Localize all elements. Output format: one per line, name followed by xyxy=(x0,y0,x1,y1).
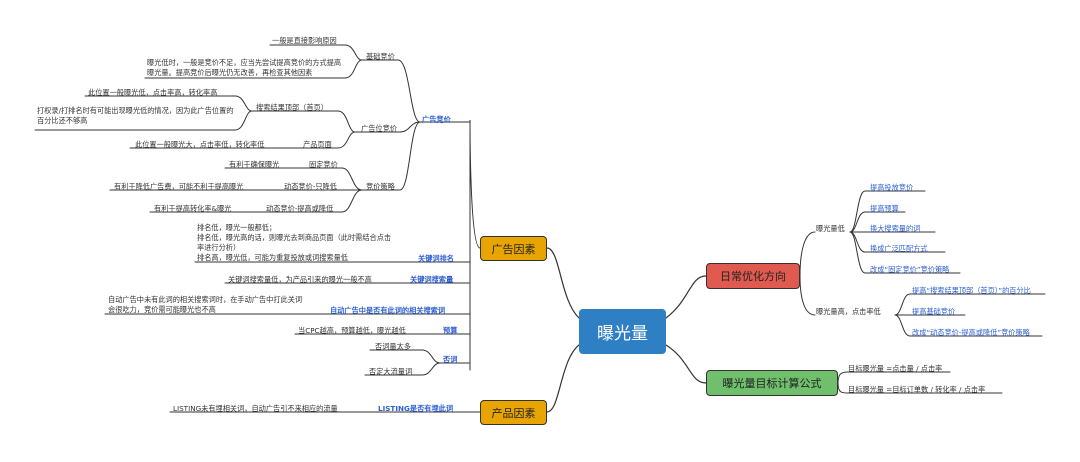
daily-optimization-node[interactable]: 日常优化方向 xyxy=(706,263,800,289)
negative-item-2: 否定大流量词 xyxy=(369,367,413,376)
listing-label: LISTING是否有埋此词 xyxy=(378,404,454,413)
low-exposure-label: 曝光量低 xyxy=(816,224,845,233)
strategy-updown-label: 动态竞价-提高或降低 xyxy=(266,204,334,213)
formula-item-2: 目标曝光量 =目标订单数 / 转化率 / 点击率 xyxy=(848,385,986,394)
search-top-label: 搜索结果顶部（首页） xyxy=(256,103,328,112)
search-top-note-1: 此位置一般曝光低，点击率高，转化率高 xyxy=(88,88,218,97)
keyword-rank-note: 排名低，曝光一般都低； 排名低，曝光高的话，则曝光去到商品页面（此时需结合点击率… xyxy=(197,223,392,262)
negative-label: 否词 xyxy=(443,355,458,364)
ad-factor-node[interactable]: 广告因素 xyxy=(480,236,547,261)
product-factor-node[interactable]: 产品因素 xyxy=(480,400,547,425)
link-root-formula xyxy=(665,344,707,384)
formula-label: 曝光量目标计算公式 xyxy=(722,377,822,390)
strategy-down-note: 有利于降低广告费，可能不利于提高曝光 xyxy=(114,182,244,191)
daily-label: 日常优化方向 xyxy=(720,270,786,283)
low-item-2[interactable]: 提高预算 xyxy=(870,204,899,213)
high-item-1[interactable]: 提高“搜索结果顶部（首页）”的百分比 xyxy=(912,286,1031,295)
product-page-label: 产品页面 xyxy=(303,140,332,149)
link-basic-bid xyxy=(359,59,421,123)
keyword-volume-label: 关键词搜索量 xyxy=(410,275,454,284)
formula-item-1: 目标曝光量 =点击量 / 点击率 xyxy=(848,364,943,373)
low-item-1[interactable]: 提高投放竞价 xyxy=(870,183,914,192)
root-label: 曝光量 xyxy=(597,324,648,344)
bid-strategy-label: 竞价策略 xyxy=(366,182,395,191)
high-exposure-label: 曝光量高，点击率低 xyxy=(816,307,881,316)
link-root-daily xyxy=(665,275,707,319)
basic-bid-label: 基础竞价 xyxy=(366,52,395,61)
auto-ad-label: 自动广告中是否有此词的相关搜索词 xyxy=(330,306,446,315)
link-placement xyxy=(354,121,421,133)
negative-item-1: 否词量太多 xyxy=(375,342,411,351)
search-top-note-2: 打权录/打排名时有可能出现曝光低的情况，因为此广告位置的百分比还不够高 xyxy=(37,106,234,125)
strategy-fixed-note: 有利于确保曝光 xyxy=(229,160,280,169)
ad-bid-label: 广告竞价 xyxy=(422,115,451,124)
link-ad-trunk xyxy=(469,119,481,371)
listing-note: LISTING未有埋相关词，自动广告引不来相应的流量 xyxy=(173,404,338,413)
strategy-fixed-label: 固定竞价 xyxy=(309,160,338,169)
low-item-5[interactable]: 改成“固定竞价”竞价策略 xyxy=(870,265,950,274)
low-item-4[interactable]: 换成广泛匹配方式 xyxy=(870,244,928,253)
keyword-volume-note: 关键词搜索量低，为产品引来的曝光一般不高 xyxy=(228,275,372,284)
basic-bid-note-2: 曝光低时，一般是竞价不足，应当先尝试提高竞价的方式提高曝光量。提高竞价后曝光仍无… xyxy=(147,58,342,77)
link-strategy xyxy=(361,121,421,191)
strategy-updown-note: 有利于提高转化率&曝光 xyxy=(154,204,232,213)
budget-note: 当CPC越高，预算越低，曝光越低 xyxy=(298,326,406,335)
basic-bid-note-1: 一般是直接影响原因 xyxy=(272,36,337,45)
link-root-product xyxy=(546,344,580,413)
high-item-3[interactable]: 改成“动态竞价-提高或降低”竞价策略 xyxy=(912,328,1030,337)
strategy-down-label: 动态竞价-只降低 xyxy=(284,182,337,191)
auto-ad-note: 自动广告中未有此词的相关搜索词时，在手动广告中打此关词会很吃力，竞价需可能曝光也… xyxy=(108,295,303,314)
root-node[interactable]: 曝光量 xyxy=(579,309,666,354)
budget-label: 预算 xyxy=(443,326,458,335)
product-page-note: 此位置一般曝光大，点击率低，转化率低 xyxy=(135,140,265,149)
ad-factor-label: 广告因素 xyxy=(491,242,536,256)
link-root-ad xyxy=(546,247,580,319)
product-factor-label: 产品因素 xyxy=(491,406,536,420)
placement-bid-label: 广告位竞价 xyxy=(361,124,397,133)
keyword-rank-label: 关键词排名 xyxy=(418,254,454,263)
low-item-3[interactable]: 换大搜索量的词 xyxy=(870,224,921,233)
high-item-2[interactable]: 提高基础竞价 xyxy=(912,307,956,316)
formula-node[interactable]: 曝光量目标计算公式 xyxy=(706,370,838,396)
